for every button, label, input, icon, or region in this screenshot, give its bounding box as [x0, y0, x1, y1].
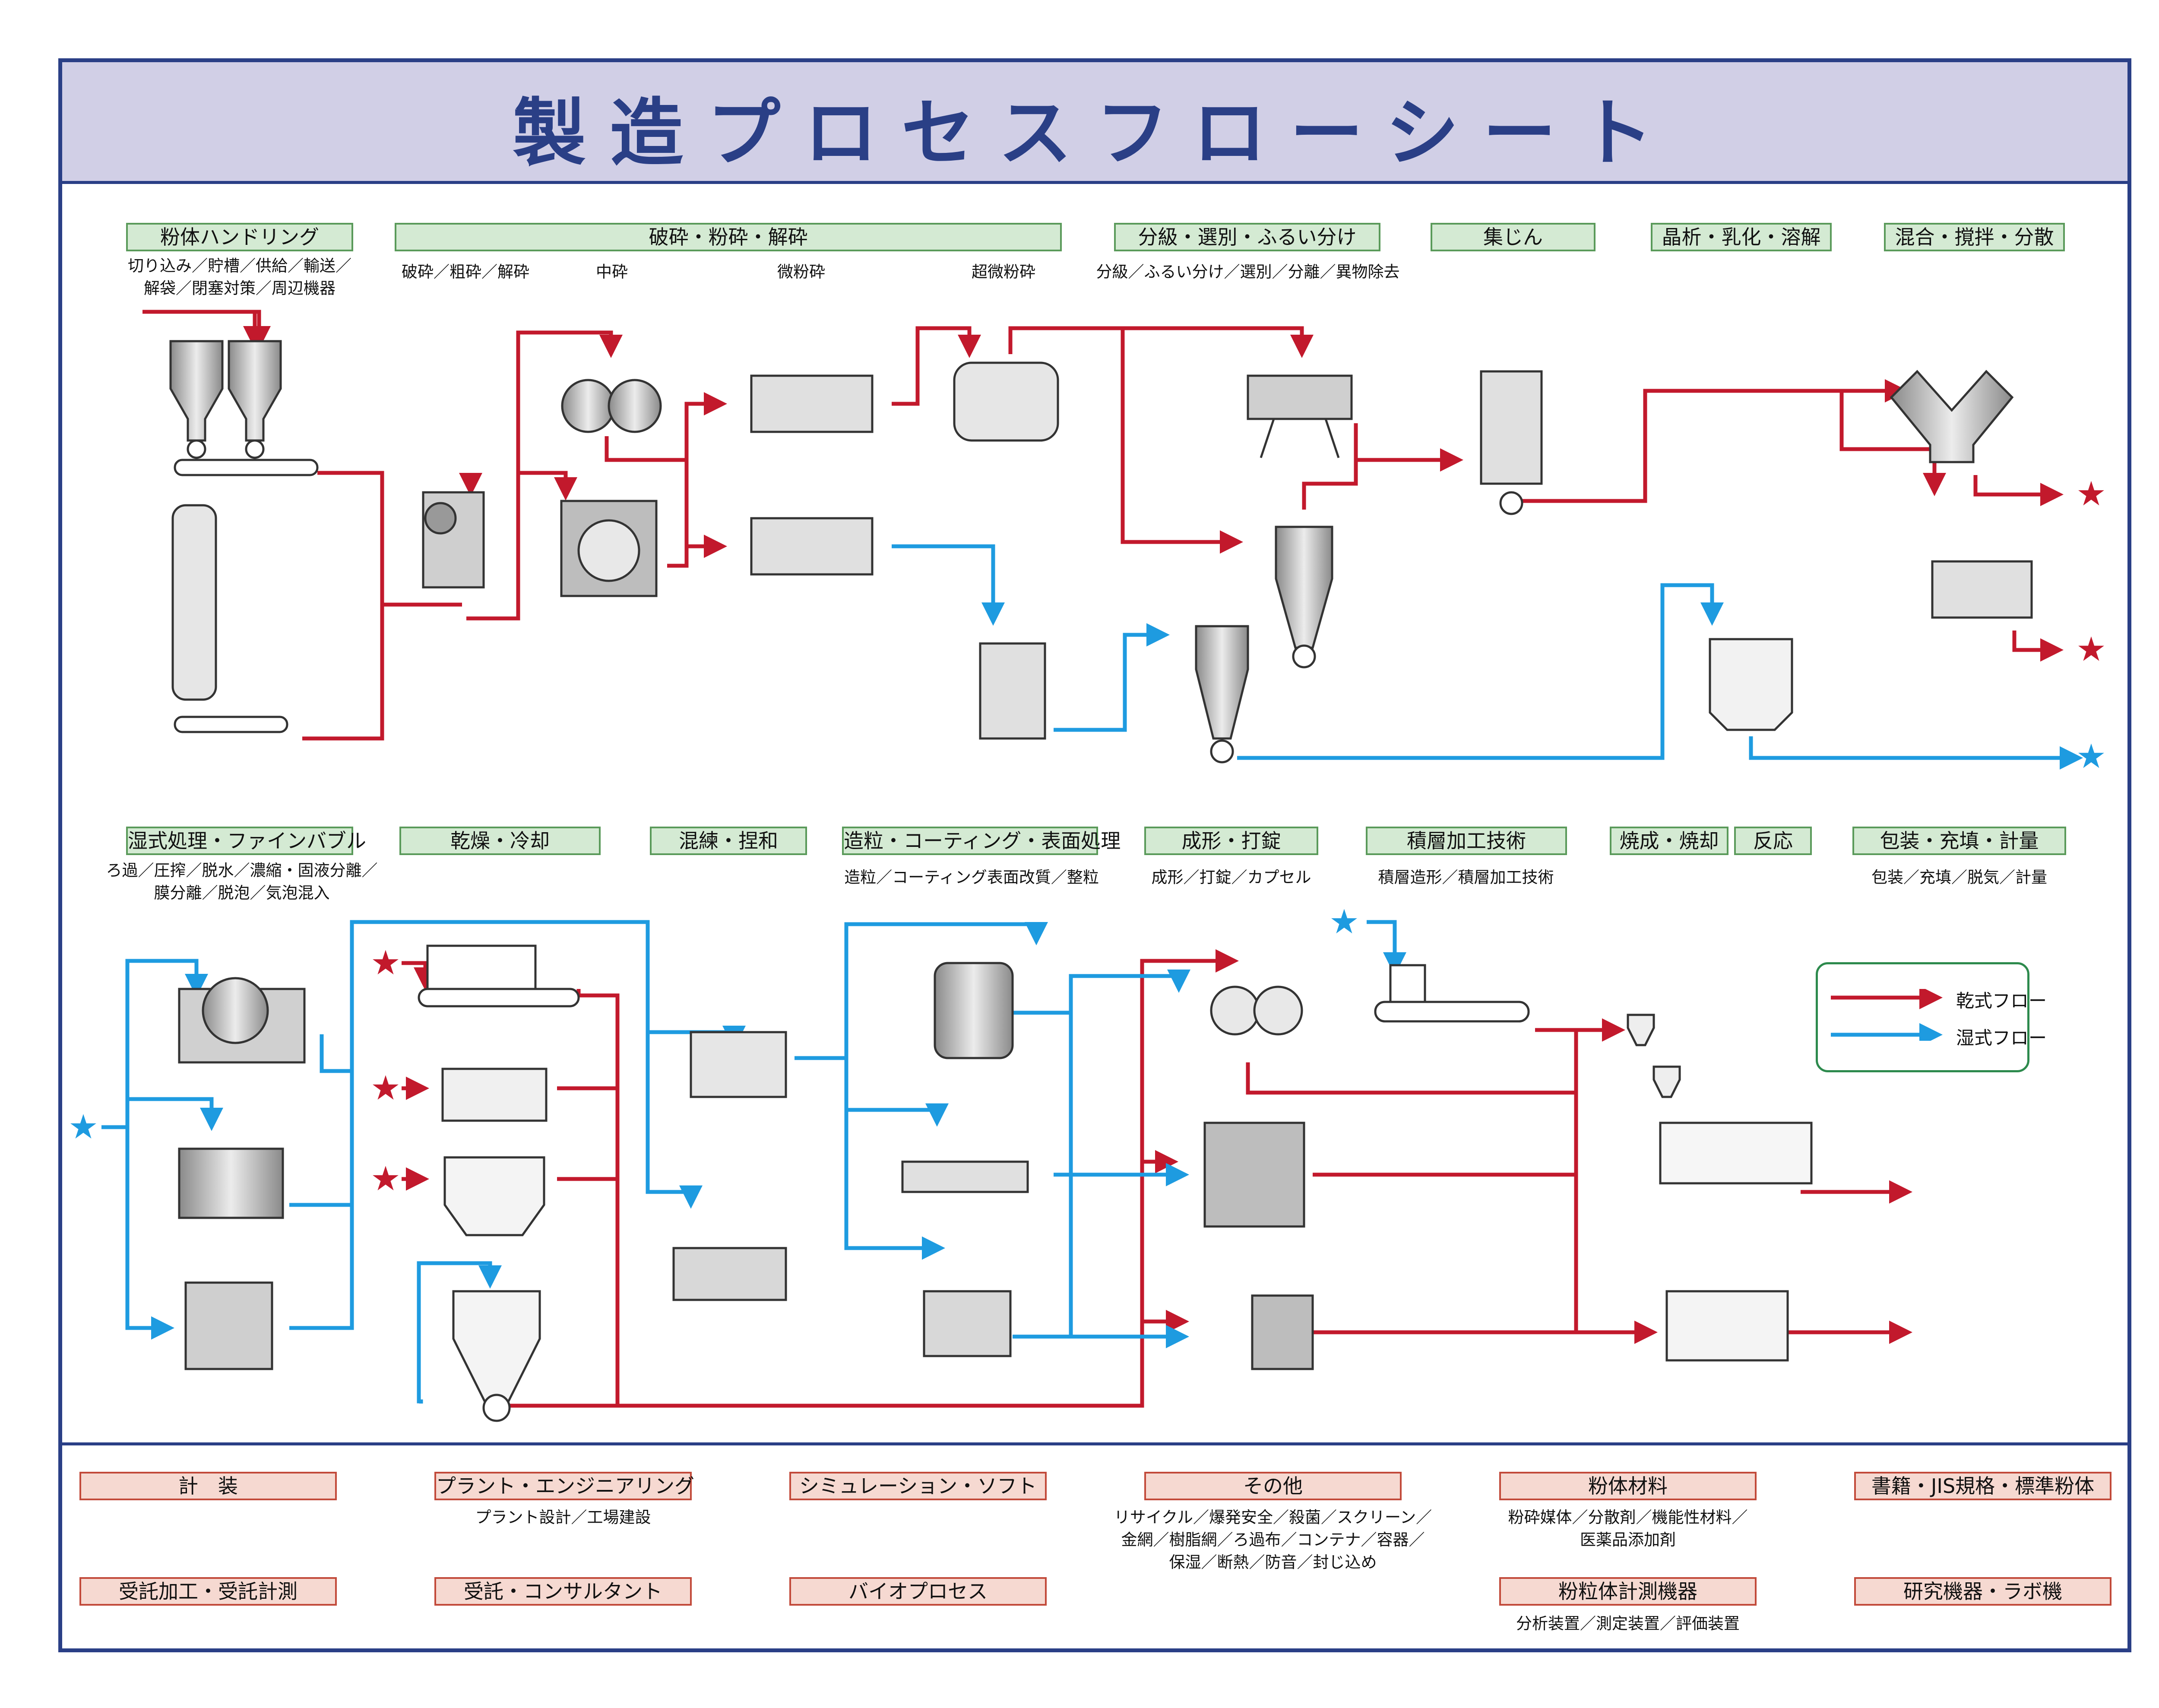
category-powder-materials-desc: 粉砕媒体／分散剤／機能性材料／医薬品添加剤: [1508, 1508, 1748, 1549]
category-firing[interactable]: 焼成・焼却: [1610, 827, 1728, 855]
dry-flow-lines: [142, 310, 2064, 1408]
category-contract-processing[interactable]: 受託加工・受託計測: [79, 1577, 337, 1606]
category-consulting[interactable]: 受託・コンサルタント: [434, 1577, 692, 1606]
spray-reactor-cyclones: [1627, 1014, 1681, 1098]
star-icon: ★: [2076, 475, 2106, 513]
molding-press: [1251, 1294, 1314, 1370]
category-bioprocess[interactable]: バイオプロセス: [789, 1577, 1047, 1606]
category-reaction[interactable]: 反応: [1734, 827, 1812, 855]
granulator-drum: [934, 962, 1014, 1059]
category-powder-materials[interactable]: 粉体材料: [1499, 1472, 1757, 1500]
footer-divider: [62, 1442, 2127, 1445]
sheet-frame: [58, 58, 2131, 1652]
fluid-bed-dryer: [443, 1156, 545, 1236]
category-packaging[interactable]: 包装・充填・計量: [1852, 827, 2066, 855]
star-icon: ★: [2076, 630, 2106, 669]
category-molding[interactable]: 成形・打錠: [1144, 827, 1318, 855]
additive-manufacturing-conveyor: [1374, 964, 1530, 1023]
category-lab-equipment[interactable]: 研究機器・ラボ機: [1854, 1577, 2112, 1606]
category-wet-processing-desc: ろ過／圧搾／脱水／濃縮・固液分離／膜分離／脱泡／気泡混入: [106, 861, 378, 902]
filter-press: [184, 1281, 273, 1370]
legend-lines: [1831, 989, 1943, 1041]
jaw-crusher: [422, 491, 485, 589]
terminal-stars: ★ ★ ★ ★ ★ ★ ★ ★: [68, 475, 2106, 1198]
category-wet-processing[interactable]: 湿式処理・ファインバブル: [126, 827, 366, 855]
drum-filter: [178, 977, 306, 1064]
kneader: [690, 1031, 787, 1098]
category-plant-engineering[interactable]: プラント・エンジニアリング: [434, 1472, 694, 1500]
belt-dryer: [418, 944, 580, 1008]
crystallizer-tank: [1709, 638, 1793, 731]
category-crushing-fine: 微粉砕: [777, 263, 825, 281]
gear-granulator: [1210, 986, 1303, 1036]
category-classification-desc: 分級／ふるい分け／選別／分離／異物除去: [1096, 263, 1400, 281]
category-packaging-desc: 包装／充填／脱気／計量: [1871, 868, 2047, 887]
category-crushing-coarse: 破砕／粗砕／解砕: [402, 263, 529, 281]
category-measurement-instruments-desc: 分析装置／測定装置／評価装置: [1516, 1614, 1740, 1633]
category-other-desc: リサイクル／爆発安全／殺菌／スクリーン／金網／樹脂網／ろ過布／コンテナ／容器／保…: [1114, 1508, 1432, 1572]
category-drying[interactable]: 乾燥・冷却: [399, 827, 601, 855]
category-simulation[interactable]: シミュレーション・ソフト: [789, 1472, 1047, 1500]
screw-granulator: [901, 1160, 1029, 1193]
jet-mill: [953, 361, 1059, 442]
cyclone-wet: [1195, 625, 1249, 764]
air-classifier: [1247, 374, 1353, 458]
category-plant-engineering-desc: プラント設計／工場建設: [475, 1508, 651, 1527]
category-kneading[interactable]: 混練・捏和: [650, 827, 807, 855]
category-measurement-instruments[interactable]: 粉粒体計測機器: [1499, 1577, 1757, 1606]
category-instrumentation[interactable]: 計 装: [79, 1472, 337, 1500]
star-icon: ★: [1329, 903, 1359, 941]
category-powder-handling-desc: 切り込み／貯槽／供給／輸送／解袋／閉塞対策／周辺機器: [128, 257, 351, 298]
centrifuge: [178, 1147, 284, 1219]
category-crushing-ultrafine: 超微粉砕: [972, 263, 1035, 281]
page-title: 製造プロセスフローシート: [513, 91, 1677, 176]
cyclone-dry: [1275, 526, 1333, 669]
bead-mill: [979, 642, 1046, 740]
category-powder-handling[interactable]: 粉体ハンドリング: [126, 223, 353, 251]
roller-compactor: [923, 1290, 1012, 1357]
category-crystallization[interactable]: 晶析・乳化・溶解: [1651, 223, 1832, 251]
ball-mill-wet: [750, 517, 874, 576]
tray-dryer: [441, 1068, 548, 1122]
bucket-elevator: [171, 504, 288, 733]
legend-wet-label: 湿式フロー: [1956, 1027, 2047, 1049]
category-granulation-desc: 造粒／コーティング表面改質／整粒: [844, 868, 1099, 887]
category-mixing[interactable]: 混合・撹拌・分散: [1884, 223, 2065, 251]
category-dust-collection[interactable]: 集じん: [1431, 223, 1596, 251]
category-crushing[interactable]: 破砕・粉砕・解砕: [395, 223, 1062, 251]
category-additive-manufacturing-desc: 積層造形／積層加工技術: [1378, 868, 1554, 887]
category-granulation[interactable]: 造粒・コーティング・表面処理: [842, 827, 1121, 855]
v-mixer: [1890, 370, 2014, 463]
extruder: [672, 1247, 787, 1301]
legend-dry-label: 乾式フロー: [1956, 990, 2047, 1011]
star-icon: ★: [370, 1069, 401, 1108]
category-other[interactable]: その他: [1144, 1472, 1402, 1500]
wet-flow-lines: [101, 544, 2083, 1404]
roll-crusher: [561, 379, 662, 433]
star-icon: ★: [2076, 737, 2106, 776]
bag-filter: [1480, 370, 1543, 515]
ribbon-mixer: [1931, 560, 2033, 619]
hammer-mill: [560, 500, 658, 597]
ball-mill-dry: [750, 374, 874, 433]
twin-hopper-feeder: [169, 340, 319, 476]
category-books-standards[interactable]: 書籍・JIS規格・標準粉体: [1854, 1472, 2112, 1500]
rotary-kiln: [1659, 1122, 1813, 1185]
title-band: [62, 62, 2127, 184]
category-additive-manufacturing[interactable]: 積層加工技術: [1366, 827, 1567, 855]
category-molding-desc: 成形／打錠／カプセル: [1151, 868, 1311, 887]
spray-dryer-cone: [452, 1290, 541, 1422]
star-icon: ★: [370, 944, 401, 982]
legend: [1816, 962, 2029, 1072]
tablet-press: [1203, 1122, 1305, 1228]
category-crushing-medium: 中砕: [596, 263, 628, 281]
equipment: [169, 340, 2033, 1422]
firing-furnace: [1665, 1290, 1789, 1362]
star-icon: ★: [370, 1160, 401, 1198]
category-classification[interactable]: 分級・選別・ふるい分け: [1114, 223, 1380, 251]
star-icon: ★: [68, 1108, 98, 1147]
